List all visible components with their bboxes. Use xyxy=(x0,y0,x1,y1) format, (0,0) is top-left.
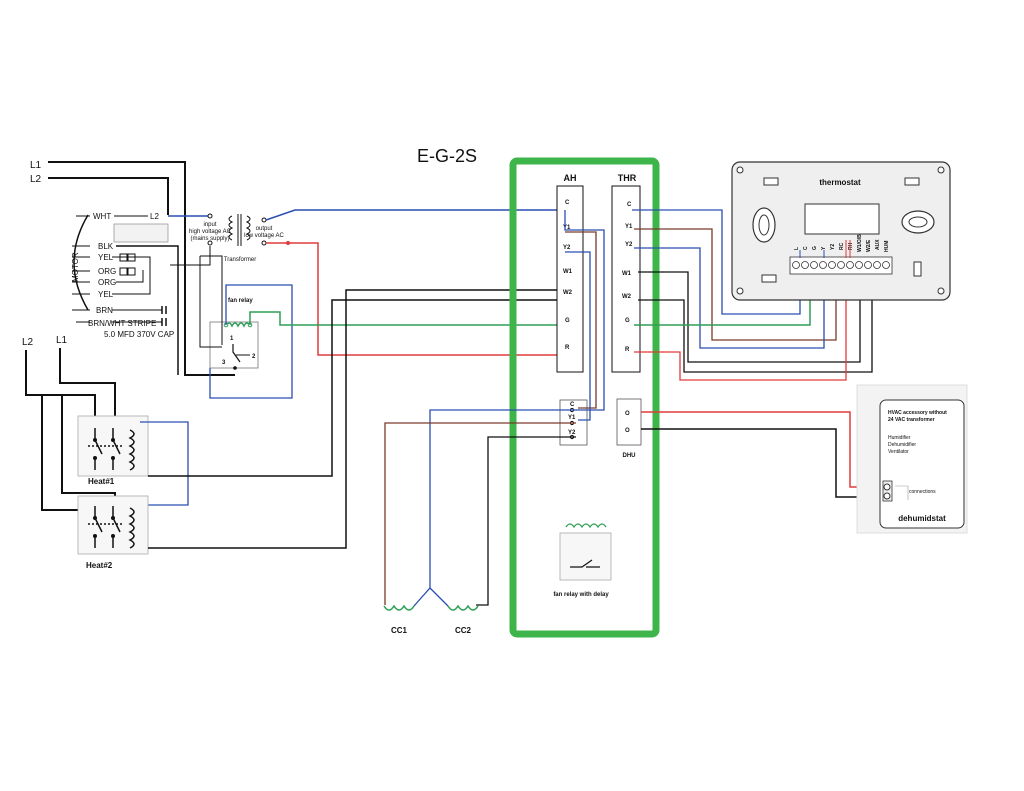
l1-left-label: L1 xyxy=(56,335,68,346)
l2-top-label: L2 xyxy=(30,174,42,185)
motor-wire-brn-wht: BRN/WHT STRIPE xyxy=(88,319,156,328)
motor-wire-blk: BLK xyxy=(98,242,114,251)
motor-wire-org: ORG xyxy=(98,267,116,276)
cc2-label: CC2 xyxy=(455,626,472,635)
ah-terminal-y1: Y1 xyxy=(563,225,571,231)
heater-2: Heat#2 xyxy=(77,495,149,570)
ah-terminal-y2: Y2 xyxy=(563,245,571,251)
dehumidistat-connections: connections xyxy=(909,489,936,495)
diagram-title: E-G-2S xyxy=(417,146,477,166)
cc-terminal-c: C xyxy=(570,402,575,408)
ah-terminal-r: R xyxy=(565,345,570,351)
ah-label: AH xyxy=(564,173,577,183)
thermostat-terminal-y: Y xyxy=(821,246,827,250)
cc1-label: CC1 xyxy=(391,626,408,635)
transformer-label: Transformer xyxy=(224,257,256,263)
thermostat-terminal-y2: Y2 xyxy=(830,244,836,250)
thermostat-terminal-aux: AUX xyxy=(875,239,881,250)
dehumidistat-line-1: HVAC accessory without xyxy=(888,410,947,416)
l2-supply-wire xyxy=(48,177,169,215)
thr-terminal-y1: Y1 xyxy=(625,224,633,230)
cc-terminal-y1: Y1 xyxy=(568,415,576,421)
thermostat-terminal-hum: HUM xyxy=(884,241,890,252)
transformer-input-1: input xyxy=(203,222,216,228)
dehumidistat-label: dehumidstat xyxy=(898,514,946,523)
thermostat-terminal-rh: RH xyxy=(848,242,854,250)
air-handler-frame xyxy=(509,157,660,638)
thr-terminal-g: G xyxy=(625,318,630,324)
heater-1-label: Heat#1 xyxy=(88,477,115,486)
fan-relay-pin-1: 1 xyxy=(230,336,234,342)
l2-left-label: L2 xyxy=(22,337,34,348)
motor-speed-block xyxy=(113,223,169,243)
heater-2-label: Heat#2 xyxy=(86,561,113,570)
cc-terminal-y2: Y2 xyxy=(568,430,576,436)
motor-wire-yel: YEL xyxy=(98,253,114,262)
dhu-terminal-block xyxy=(616,398,642,446)
thr-terminal-strip xyxy=(611,185,641,373)
dehumidistat-item-ventilator: Ventilator xyxy=(888,449,909,455)
motor-wire-org-2: ORG xyxy=(98,278,116,287)
ah-terminal-c: C xyxy=(565,200,570,206)
heater-1: Heat#1 xyxy=(77,415,149,486)
transformer-output-2: low voltage AC xyxy=(244,233,284,239)
motor-label: MOTOR xyxy=(71,252,80,282)
fan-relay-pin-2: 2 xyxy=(252,354,256,360)
ah-terminal-strip xyxy=(556,185,584,373)
fan-relay-pin-3: 3 xyxy=(222,360,226,366)
fan-relay-delay-label: fan relay with delay xyxy=(553,592,609,598)
transformer-output-1: output xyxy=(256,226,273,232)
dhu-label: DHU xyxy=(623,453,636,459)
thermostat-display xyxy=(804,203,880,235)
motor: MOTOR WHT BLK YEL ORG ORG YEL BRN BRN/WH… xyxy=(71,212,179,375)
thermostat-terminal-rc: RC xyxy=(839,242,845,250)
ah-terminal-g: G xyxy=(565,318,570,324)
thr-terminal-y2: Y2 xyxy=(625,242,633,248)
thr-terminal-r: R xyxy=(625,347,630,353)
motor-wire-wht: WHT xyxy=(93,212,111,221)
thr-terminal-w2: W2 xyxy=(622,294,632,300)
dehumidistat-item-humidifier: Humidifier xyxy=(888,435,911,441)
dehumidistat-line-2: 24 VAC transformer xyxy=(888,417,935,423)
fan-relay-label: fan relay xyxy=(228,298,253,304)
fan-relay: fan relay 1 2 3 xyxy=(209,298,259,370)
motor-wire-brn: BRN xyxy=(96,306,113,315)
thermostat: thermostat L C G Y Y2 RC RH W1/O/B W2/E … xyxy=(731,161,951,301)
fan-relay-with-delay: fan relay with delay xyxy=(553,523,612,598)
motor-wire-yel-2: YEL xyxy=(98,290,114,299)
transformer-input-2: high voltage AC xyxy=(189,229,232,235)
ah-terminal-w1: W1 xyxy=(563,269,573,275)
dhu-terminal-o2: O xyxy=(625,428,630,434)
l1-top-label: L1 xyxy=(30,160,42,171)
dehumidistat-item-dehumidifier: Dehumidifier xyxy=(888,442,916,448)
dhu-terminal-o1: O xyxy=(625,411,630,417)
thr-terminal-w1: W1 xyxy=(622,271,632,277)
transformer-input-3: (mains supply) xyxy=(190,236,229,242)
thermostat-terminal-w2: W2/E xyxy=(866,239,872,252)
thr-label: THR xyxy=(618,173,637,183)
compressor-coils: CC1 CC2 xyxy=(383,587,479,635)
ah-terminal-w2: W2 xyxy=(563,290,573,296)
motor-l2-tag: L2 xyxy=(150,212,159,221)
thr-terminal-c: C xyxy=(627,202,632,208)
dehumidistat: HVAC accessory without 24 VAC transforme… xyxy=(856,384,968,534)
thermostat-terminal-l: L xyxy=(794,247,800,250)
thermostat-terminal-c: C xyxy=(803,246,809,250)
thermostat-terminal-w1: W1/O/B xyxy=(857,234,863,252)
thermostat-label: thermostat xyxy=(819,178,861,187)
motor-cap-label: 5.0 MFD 370V CAP xyxy=(104,330,174,339)
transformer: input high voltage AC (mains supply) out… xyxy=(189,213,285,263)
thermostat-terminal-g: G xyxy=(812,246,818,250)
